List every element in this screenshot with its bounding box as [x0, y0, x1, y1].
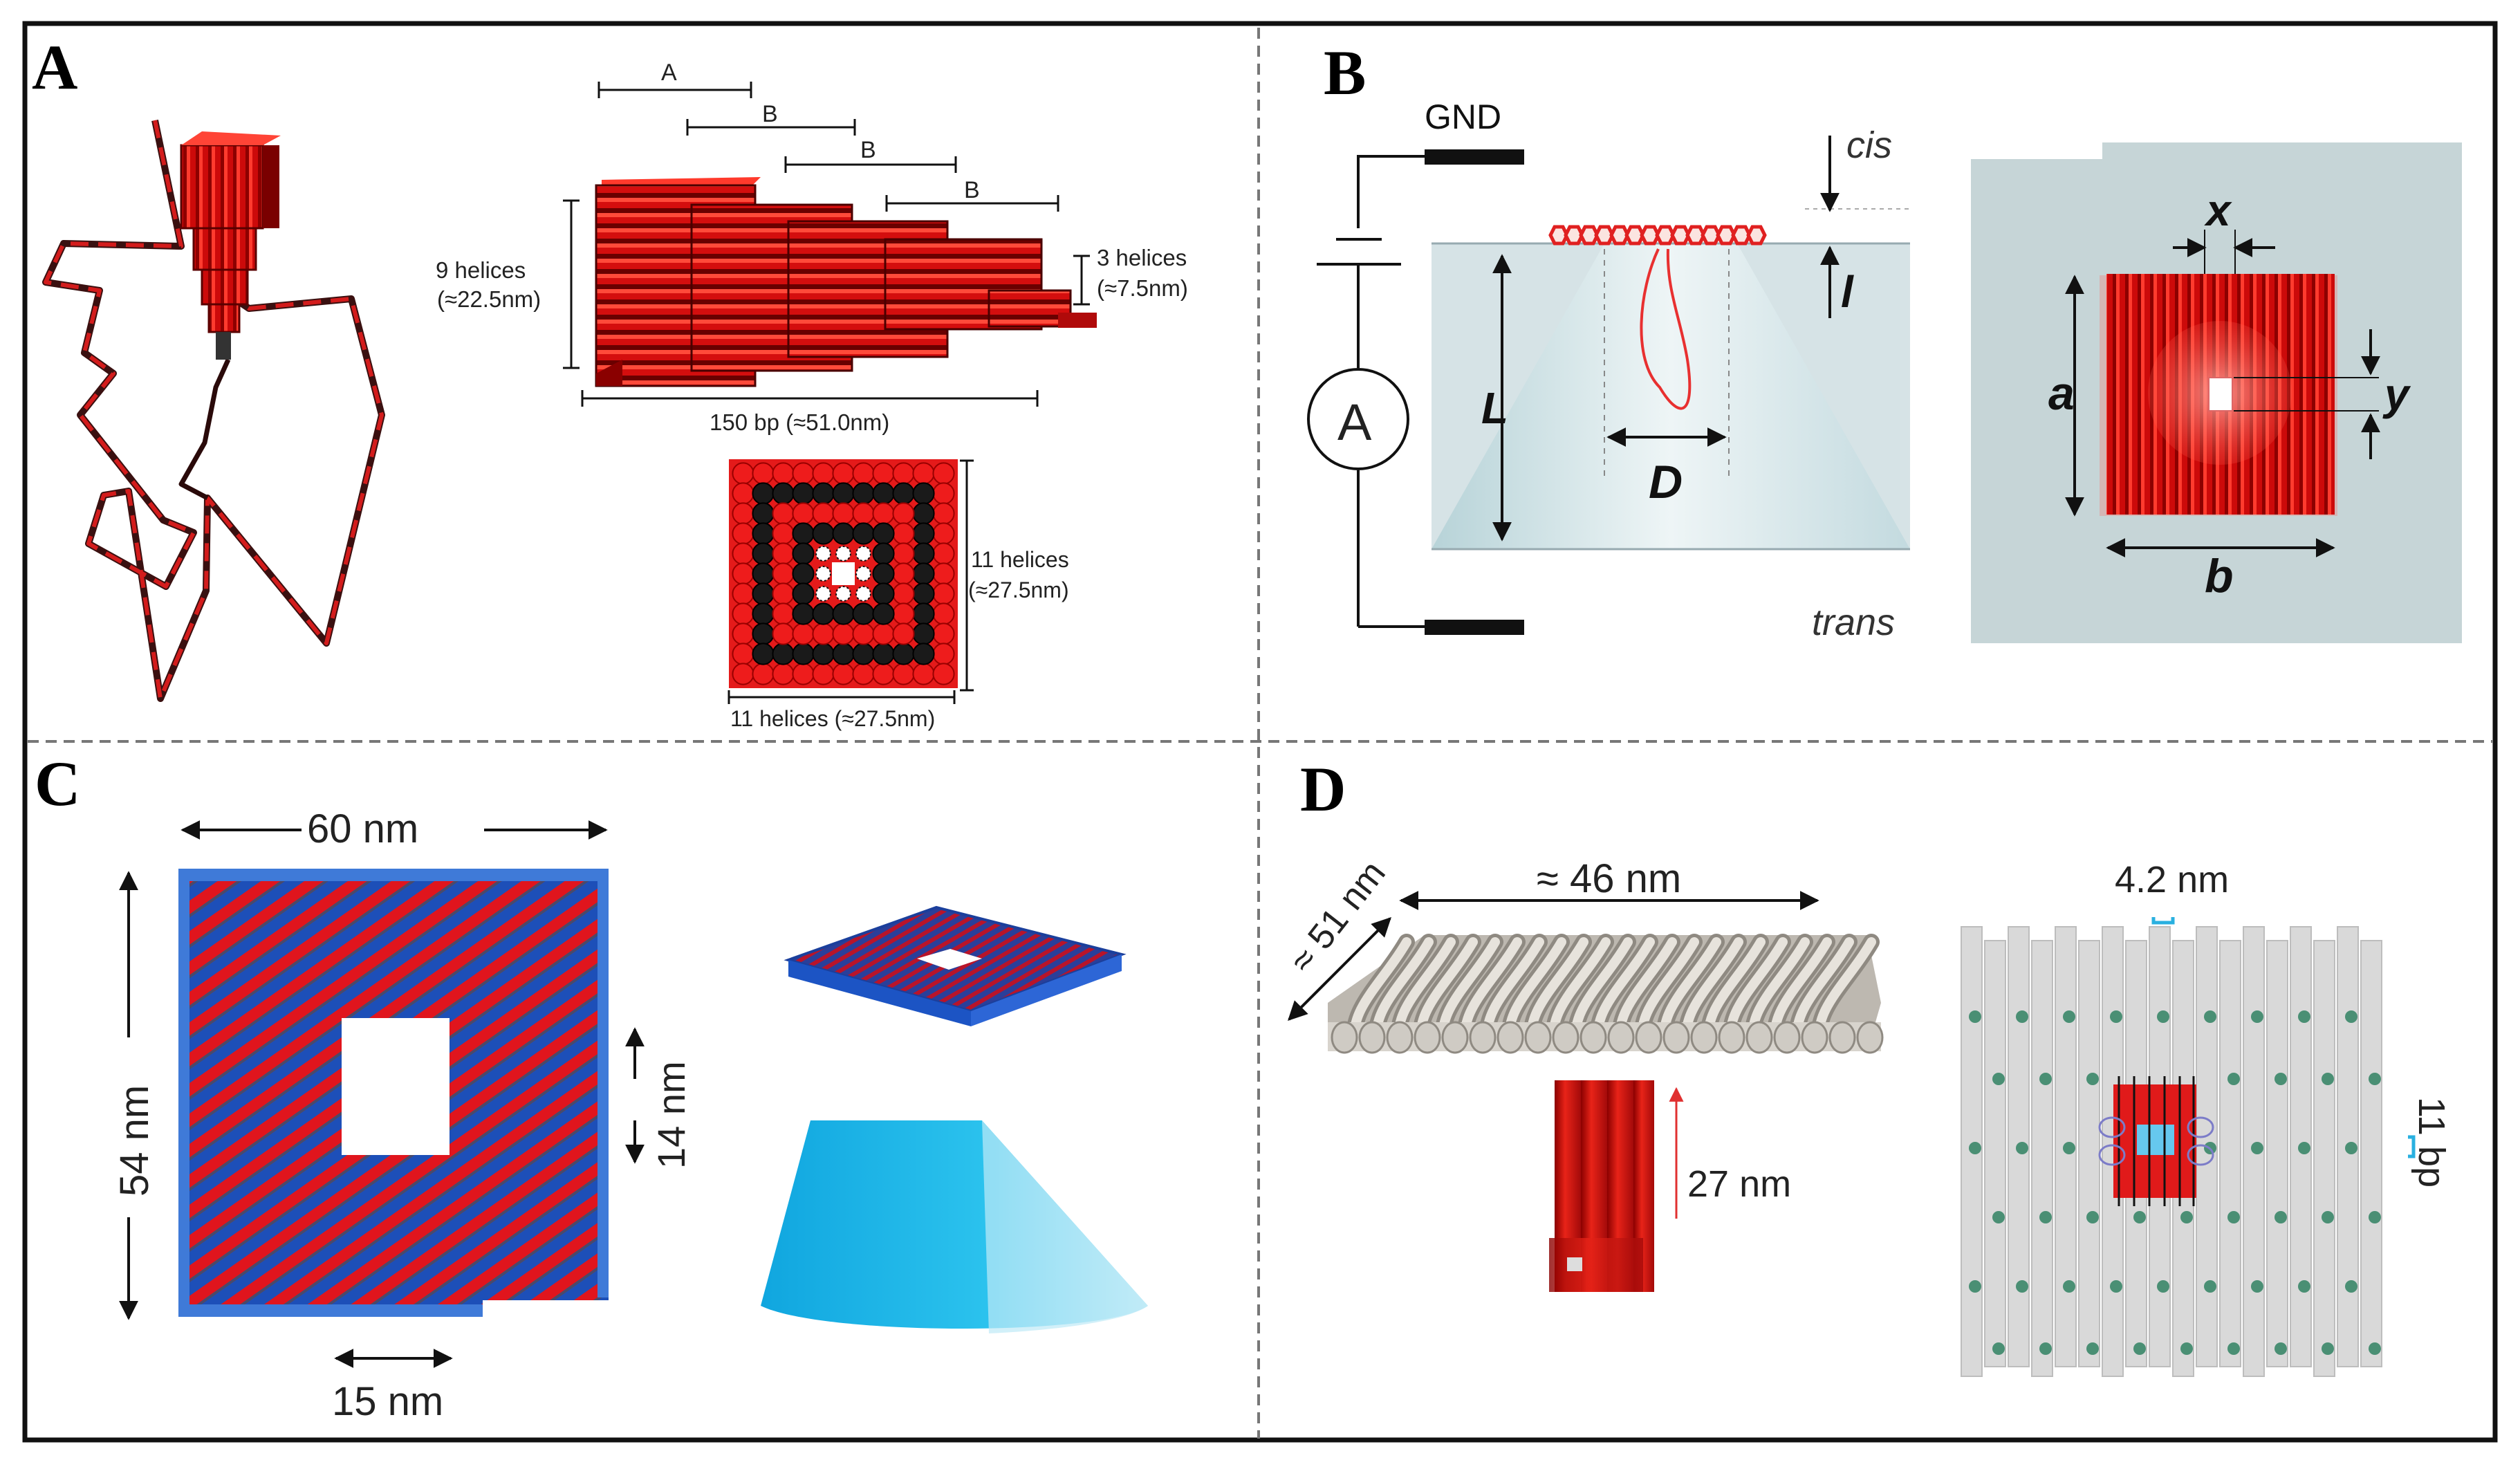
plate-dimensions	[2065, 230, 2380, 557]
red-stem	[1549, 1080, 1654, 1292]
woven-square	[178, 869, 609, 1318]
pore-15nm: 15 nm	[332, 1379, 443, 1424]
dim-label-b1: B	[762, 101, 778, 127]
panel-c-label: C	[35, 748, 80, 819]
cone-with-plate	[761, 905, 1148, 1333]
panel-a-label: A	[32, 32, 77, 102]
grid-markers	[2151, 917, 2416, 1158]
figure-frame	[22, 21, 2498, 1443]
a-label: a	[2048, 367, 2075, 420]
right-helices-nm: (≈7.5nm)	[1097, 275, 1188, 301]
trans-label: trans	[1812, 602, 1895, 643]
panel-d-label: D	[1300, 754, 1346, 824]
trans-electrode	[1425, 620, 1524, 635]
dim-label-b2: B	[860, 137, 876, 163]
scaffold-wireframe	[42, 119, 385, 702]
L-label: L	[1481, 383, 1508, 433]
stacked-tower	[180, 131, 281, 360]
gap-4-2nm: 4.2 nm	[2115, 859, 2229, 900]
left-helices-label: 9 helices	[436, 257, 526, 283]
dim-label-a: A	[661, 59, 677, 86]
l-label: l	[1841, 267, 1854, 317]
square-cross-section	[729, 459, 958, 688]
x-label: x	[2204, 185, 2232, 235]
side-helices-nm: (≈27.5nm)	[968, 578, 1069, 602]
height-54nm: 54 nm	[112, 1085, 157, 1197]
grey-origami-plate	[1328, 934, 1884, 1054]
cis-electrode	[1425, 149, 1524, 165]
cis-label: cis	[1846, 124, 1892, 166]
panel-d: D ≈ 46 nm ≈ 51 nm 27 nm	[1282, 754, 2452, 1377]
right-helices-label: 3 helices	[1097, 245, 1187, 270]
ammeter	[1307, 368, 1409, 470]
stem-27nm: 27 nm	[1687, 1163, 1791, 1205]
b-label: b	[2205, 550, 2234, 602]
ammeter-label: A	[1337, 394, 1372, 451]
panel-b-label: B	[1324, 37, 1366, 108]
width-46nm: ≈ 46 nm	[1537, 856, 1681, 901]
stack-dimension-lines	[563, 199, 1090, 407]
left-helices-nm: (≈22.5nm)	[437, 286, 541, 312]
dim-label-b3: B	[964, 177, 980, 203]
panel-b: B A GND	[1307, 37, 2462, 643]
width-60nm: 60 nm	[307, 806, 418, 851]
central-pore-detail	[2098, 1076, 2214, 1206]
y-label: y	[2382, 369, 2411, 419]
panel-a: A A B B B	[32, 32, 1188, 731]
D-label: D	[1649, 456, 1683, 508]
square-plate-view	[1971, 142, 2462, 643]
bp-11: 11 bp	[2411, 1097, 2452, 1188]
dna-loop	[1640, 248, 1692, 410]
pore-14nm: 14 nm	[649, 1061, 693, 1169]
panel-c: C 60 nm 54 nm 14 nm 15 nm	[35, 748, 1148, 1424]
plate-dimensions-d	[1288, 891, 1819, 1219]
diag-51nm: ≈ 51 nm	[1282, 853, 1393, 980]
bottom-helices-label: 11 helices (≈27.5nm)	[730, 706, 935, 731]
cross-section-dimension-lines	[728, 459, 974, 704]
square-dimensions	[119, 820, 645, 1368]
pore-dimensions	[1492, 136, 1840, 542]
dimension-bars	[597, 82, 1059, 212]
length-label: 150 bp (≈51.0nm)	[710, 409, 889, 435]
circuit	[1317, 155, 1427, 628]
gnd-label: GND	[1425, 98, 1501, 136]
side-helices-label: 11 helices	[971, 547, 1069, 572]
origami-plate	[1548, 225, 1767, 246]
stepped-helix-stack	[595, 177, 1097, 387]
